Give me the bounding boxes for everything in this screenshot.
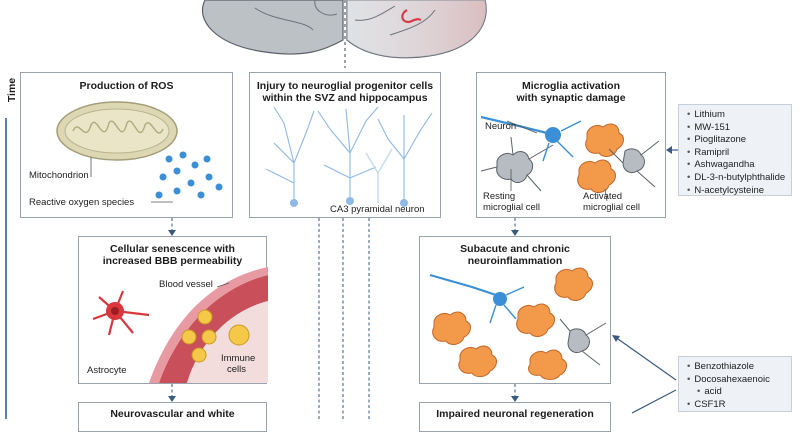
label-immune: Immune <box>221 353 256 364</box>
treatment-item: Benzothiazole <box>687 361 785 374</box>
treatment-item: Ramipril <box>687 147 785 160</box>
label-reactive-oxygen-species: Reactive oxygen species <box>29 197 135 208</box>
label-resting-microglial-cell: microglial cell <box>483 202 541 213</box>
panel-title-line-2: within the SVZ and hippocampus <box>262 92 428 104</box>
label-blood-vessel: Blood vessel <box>159 279 213 290</box>
neuroinflammation-illustration <box>429 267 607 380</box>
label-activated: Activated <box>583 191 623 202</box>
panel-progenitor-injury: Injury to neuroglial progenitor cells wi… <box>249 72 441 218</box>
panel-title-line-2: with synaptic damage <box>516 92 626 104</box>
diagram: Time Production of ROS Mitochondrion Rea… <box>0 0 800 419</box>
treatment-list-top: Lithium MW-151 Pioglitazone Ramipril Ash… <box>678 104 792 196</box>
label-activated-microglial-cell: microglial cell <box>583 202 641 213</box>
panel-neuroinflammation: Subacute and chronic neuroinflammation <box>419 236 611 384</box>
panel-cellular-senescence: Cellular senescence with increased BBB p… <box>78 236 268 384</box>
panel-title-line-1: Subacute and chronic <box>460 243 570 255</box>
panel-title-line-1: Microglia activation <box>521 80 621 92</box>
treatment-list-bottom: Benzothiazole Docosahexaenoic acid CSF1R <box>678 356 792 412</box>
panel-title-line-2: increased BBB permeability <box>102 255 243 267</box>
treatment-item: Pioglitazone <box>687 134 785 147</box>
panel-production-of-ros: Production of ROS Mitochondrion Reactive… <box>20 72 233 218</box>
treatment-item: MW-151 <box>687 122 785 135</box>
treatment-item: N-acetylcysteine <box>687 185 785 198</box>
label-immune-cells: cells <box>227 364 247 375</box>
label-resting: Resting <box>483 191 516 202</box>
label-mitochondrion: Mitochondrion <box>29 170 89 181</box>
microglia-illustration <box>480 115 660 202</box>
blood-vessel-illustration <box>92 267 268 383</box>
panel-neurovascular: Neurovascular and white <box>78 402 267 432</box>
treatment-item: Lithium <box>687 109 785 122</box>
treatment-item: Ashwagandha <box>687 159 785 172</box>
time-label: Time <box>6 77 18 103</box>
brain-illustration <box>201 0 487 68</box>
label-astrocyte: Astrocyte <box>87 365 127 376</box>
label-neuron: Neuron <box>485 121 517 132</box>
panel-title-line-2: neuroinflammation <box>467 255 563 267</box>
treatment-item-continued: acid <box>687 386 785 399</box>
panel-microglia-activation: Microglia activation with synaptic damag… <box>476 72 666 218</box>
label-ca3-pyramidal-neuron: CA3 pyramidal neuron <box>330 204 425 215</box>
panel-title-line-1: Cellular senescence with <box>110 243 235 255</box>
treatment-item: Docosahexaenoic <box>687 374 785 387</box>
treatment-item: DL-3-n-butylphthalide <box>687 172 785 185</box>
pyramidal-neuron-illustration <box>265 106 433 207</box>
panel-title: Impaired neuronal regeneration <box>436 408 594 420</box>
time-axis <box>5 118 7 419</box>
mitochondrion-illustration <box>56 101 223 203</box>
panel-impaired-regeneration: Impaired neuronal regeneration <box>419 402 611 432</box>
treatment-item: CSF1R <box>687 399 785 412</box>
panel-title-line-1: Injury to neuroglial progenitor cells <box>256 80 434 92</box>
panel-title: Production of ROS <box>79 80 174 92</box>
panel-title: Neurovascular and white <box>110 408 235 420</box>
